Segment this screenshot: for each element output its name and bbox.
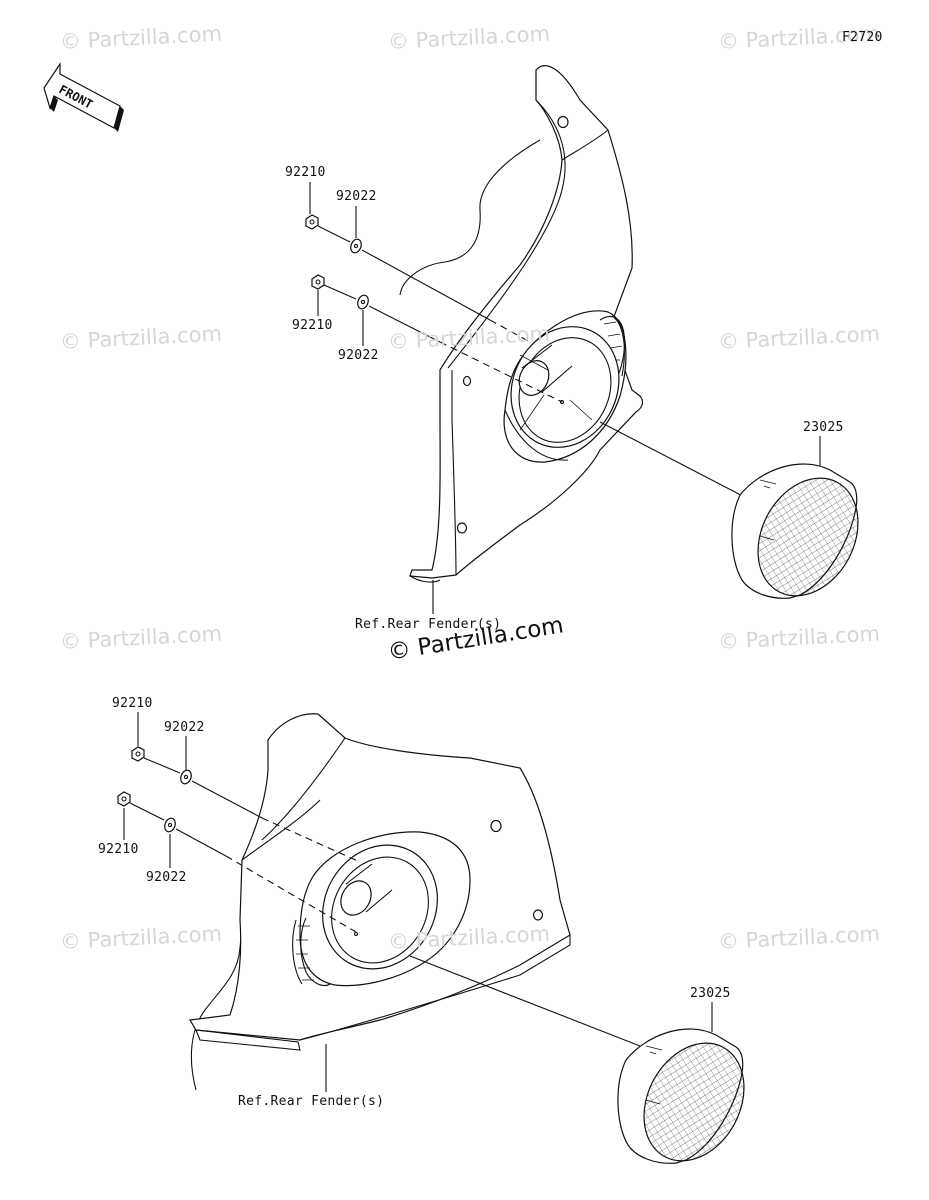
- bottom-fender-panel: [189, 713, 571, 1091]
- top-washer-lower-label: 92022: [338, 348, 379, 363]
- top-nut-lower: [311, 274, 325, 290]
- top-nut-upper: [305, 214, 319, 230]
- bottom-speaker-grille: [617, 1028, 745, 1164]
- front-arrow-icon: FRONT: [43, 62, 124, 132]
- bottom-nut-upper-label: 92210: [112, 696, 153, 711]
- bottom-nut-upper: [131, 746, 145, 762]
- top-fender-panel: [399, 65, 644, 583]
- top-ref-label: Ref.Rear Fender(s): [355, 617, 502, 632]
- bottom-nut-lower-label: 92210: [98, 842, 139, 857]
- top-washer-upper: [350, 238, 362, 254]
- figure-code: F2720: [842, 30, 883, 45]
- bottom-speaker-label: 23025: [690, 986, 731, 1001]
- bottom-ref-label: Ref.Rear Fender(s): [238, 1094, 385, 1109]
- top-washer-upper-label: 92022: [336, 189, 377, 204]
- bottom-nut-lower: [117, 791, 131, 807]
- top-washer-lower: [357, 294, 369, 310]
- bottom-washer-lower-label: 92022: [146, 870, 187, 885]
- bottom-washer-lower: [164, 817, 176, 833]
- top-speaker-grille: [731, 463, 859, 599]
- top-nut-upper-label: 92210: [285, 165, 326, 180]
- bottom-washer-upper: [180, 769, 192, 785]
- top-speaker-label: 23025: [803, 420, 844, 435]
- top-nut-lower-label: 92210: [292, 318, 333, 333]
- bottom-washer-upper-label: 92022: [164, 720, 205, 735]
